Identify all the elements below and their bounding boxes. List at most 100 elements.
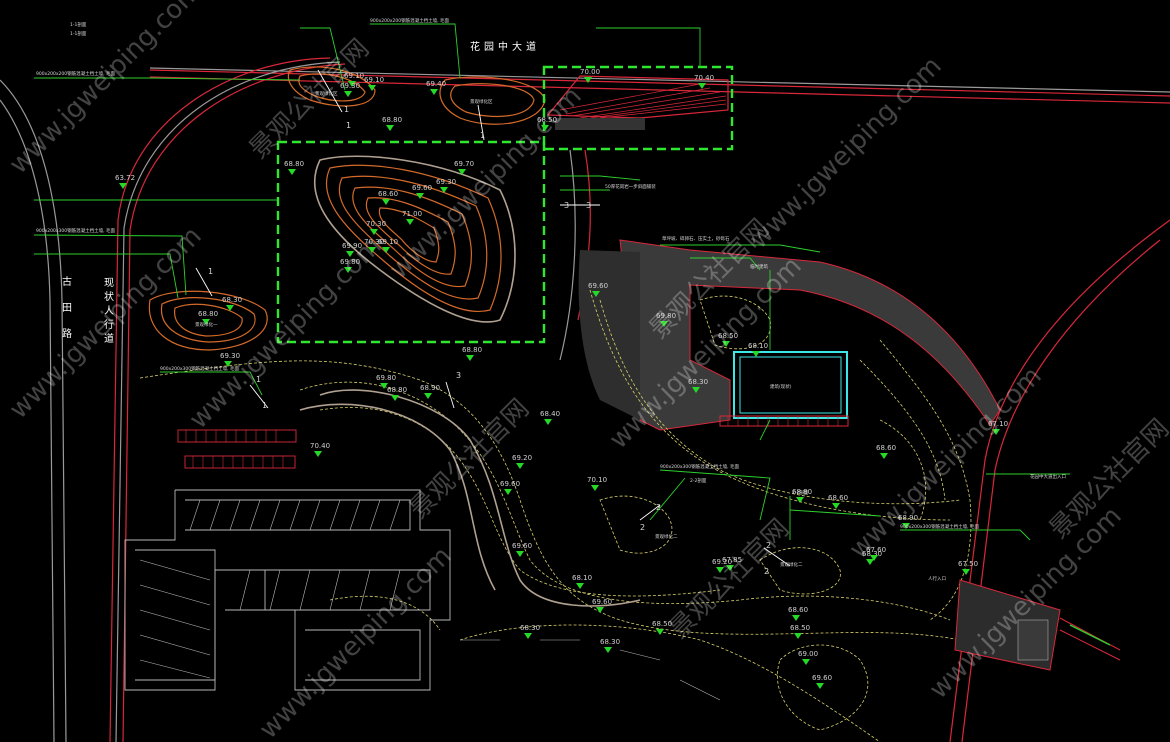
elevation-value: 68.80: [382, 116, 402, 124]
elevation-value: 68.50: [790, 624, 810, 632]
elevation-value: 69.60: [588, 282, 608, 290]
elevation-value: 70.00: [580, 68, 600, 76]
elevation-triangle-icon: [119, 183, 127, 189]
elevation-value: 68.10: [748, 342, 768, 350]
elevation-value: 69.10: [344, 72, 364, 80]
elevation-triangle-icon: [794, 633, 802, 639]
elevation-triangle-icon: [596, 607, 604, 613]
elevation-triangle-icon: [344, 91, 352, 97]
road-label-gutian: 古田路: [62, 275, 72, 340]
watermark-url: www.jgweiping.com: [744, 51, 948, 255]
elevation-value: 68.90: [420, 384, 440, 392]
annotation-texts: 900x200x200钢筋混凝土挡土墙, 毛面 900x200x200钢筋混凝土…: [36, 17, 1066, 582]
elevation-marker: 69.70: [454, 160, 474, 175]
elevation-triangle-icon: [660, 321, 668, 327]
elevation-value: 69.60: [592, 598, 612, 606]
section-number: 3: [564, 201, 569, 210]
elevation-value: 67.60: [866, 546, 886, 554]
elevation-triangle-icon: [962, 569, 970, 575]
section-number: 2: [766, 541, 771, 550]
elevation-triangle-icon: [382, 247, 390, 253]
elevation-marker: 68.50: [537, 116, 557, 131]
elevation-marker: 68.40: [540, 410, 560, 425]
elevation-marker: 67.10: [988, 420, 1008, 435]
note-retaining-wall-top: 900x200x200钢筋混凝土挡土墙, 毛面: [370, 17, 449, 24]
elevation-value: 68.90: [898, 514, 918, 522]
road-labels: 花园中大道 古田路 现状人行道: [62, 40, 540, 345]
elevation-value: 70.40: [694, 74, 714, 82]
watermark-url: www.jgweiping.com: [4, 0, 208, 180]
elevation-triangle-icon: [992, 429, 1000, 435]
section-number: 1: [344, 105, 349, 114]
elevation-value: 67.50: [958, 560, 978, 568]
highlight-boxes: [276, 65, 734, 344]
elevation-triangle-icon: [382, 199, 390, 205]
building-label: 建筑(现状): [770, 383, 792, 390]
elevation-triangle-icon: [516, 551, 524, 557]
elevation-value: 69.60: [812, 674, 832, 682]
elevation-value: 68.50: [537, 116, 557, 124]
elevation-value: 68.50: [652, 620, 672, 628]
elevation-triangle-icon: [224, 361, 232, 367]
section-number: 1: [208, 267, 213, 276]
road-label-main-avenue: 花园中大道: [470, 40, 540, 53]
elevation-value: 69.80: [340, 258, 360, 266]
leader-lines: [33, 23, 1070, 541]
elevation-marker: 69.10: [344, 72, 364, 87]
elevation-marker: 67.85: [722, 556, 742, 571]
elevation-value: 71.00: [402, 210, 422, 218]
elevation-triangle-icon: [752, 351, 760, 357]
elevation-marker: 68.90: [898, 514, 918, 529]
elevation-value: 68.40: [540, 410, 560, 418]
elevation-triangle-icon: [458, 169, 466, 175]
elevation-marker: 69.60: [812, 674, 832, 689]
plaza-detail-box: [542, 65, 734, 151]
elevation-triangle-icon: [656, 629, 664, 635]
watermark-url: www.jgweiping.com: [924, 501, 1128, 705]
elevation-marker: 68.60: [828, 494, 848, 509]
elevation-marker: 69.30: [436, 178, 456, 193]
elevation-marker: 70.30: [366, 220, 386, 235]
elevation-marker: 68.30: [600, 638, 620, 653]
elevation-value: 69.60: [500, 480, 520, 488]
elevation-value: 68.60: [828, 494, 848, 502]
elevation-marker: 69.40: [426, 80, 446, 95]
elevation-value: 68.80: [284, 160, 304, 168]
elevation-triangle-icon: [348, 81, 356, 87]
elevation-triangle-icon: [430, 89, 438, 95]
elevation-value: 68.80: [198, 310, 218, 318]
section-number: 2: [640, 523, 645, 532]
elevation-marker: 67.60: [866, 546, 886, 561]
elevation-value: 69.10: [364, 76, 384, 84]
elevation-triangle-icon: [584, 77, 592, 83]
elevation-marker: 68.90: [420, 384, 440, 399]
label-landscape-2: 景观绿化区: [470, 98, 493, 105]
elevation-marker: 68.60: [876, 444, 896, 459]
elevation-markers: 69.10 69.30 69.40 69.10 68.50 68.80 70.00 70.40…: [115, 68, 1008, 689]
note-section-2b: 2-2剖面: [792, 489, 809, 496]
elevation-value: 69.40: [426, 80, 446, 88]
elevation-marker: 69.80: [376, 374, 396, 389]
elevation-marker: 69.10: [378, 238, 398, 253]
elevation-value: 69.30: [436, 178, 456, 186]
elevation-value: 69.70: [454, 160, 474, 168]
elevation-value: 69.20: [512, 454, 532, 462]
section-number: 2: [764, 567, 769, 576]
elevation-value: 68.80: [462, 346, 482, 354]
elevation-value: 68.30: [222, 296, 242, 304]
elevation-triangle-icon: [866, 559, 874, 565]
elevation-triangle-icon: [524, 633, 532, 639]
elevation-value: 70.30: [364, 238, 384, 246]
elevation-triangle-icon: [416, 193, 424, 199]
note-temporary-building: 临时建筑: [750, 263, 768, 270]
elevation-marker: 70.40: [310, 442, 330, 457]
elevation-triangle-icon: [604, 647, 612, 653]
elevation-triangle-icon: [346, 251, 354, 257]
elevation-triangle-icon: [386, 125, 394, 131]
section-number: 2: [656, 503, 661, 512]
elevation-triangle-icon: [692, 387, 700, 393]
elevation-triangle-icon: [314, 451, 322, 457]
elevation-marker: 69.30: [220, 352, 240, 367]
elevation-marker: 68.80: [284, 160, 304, 175]
elevation-value: 70.40: [310, 442, 330, 450]
